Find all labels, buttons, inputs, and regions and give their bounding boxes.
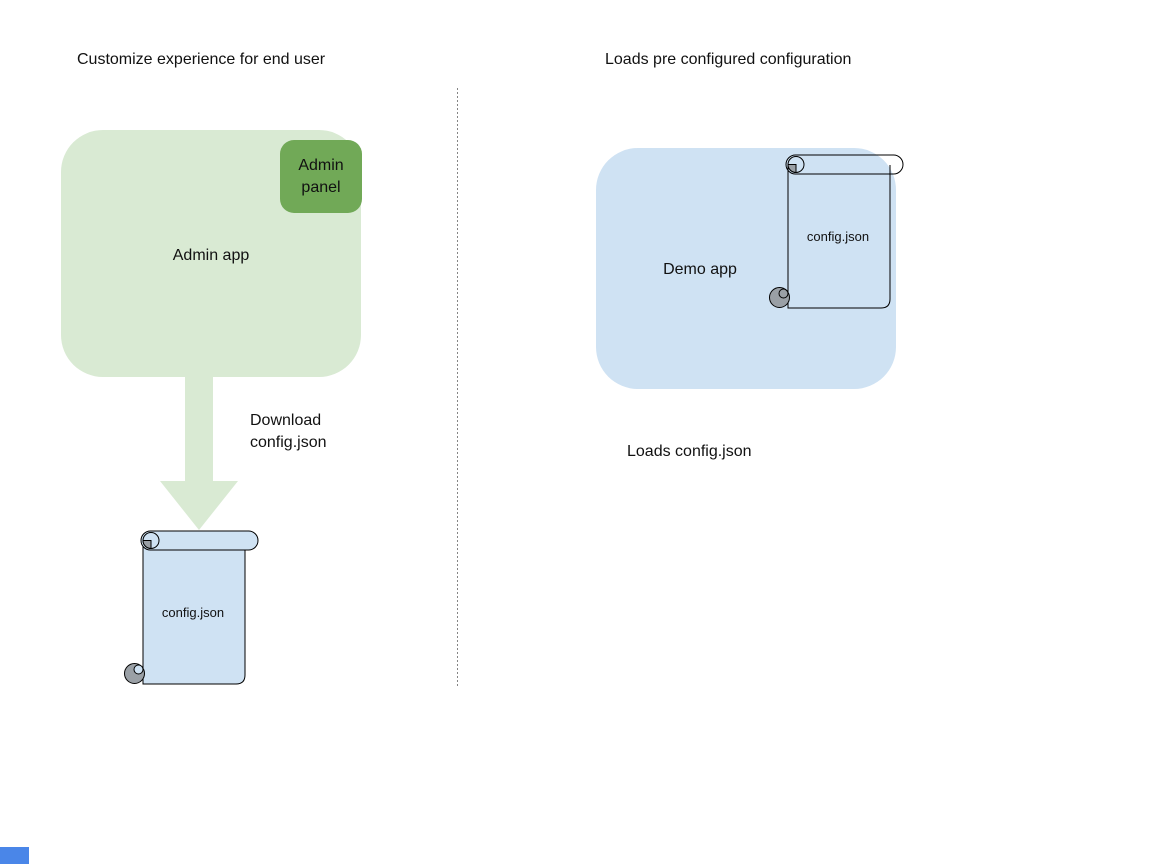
config-file-label-right: config.json [807, 229, 869, 244]
download-arrow-shape [160, 377, 238, 530]
scroll-body [787, 165, 891, 309]
download-arrow [160, 377, 238, 530]
admin-panel-label: Admin panel [298, 156, 344, 196]
scroll-top-curl-shade [787, 164, 797, 174]
demo-app-box [596, 148, 896, 389]
right-section-title: Loads pre configured configuration [605, 51, 852, 68]
scroll-bottom-curl-notch [778, 288, 789, 299]
scroll-top-bar [140, 530, 259, 551]
scroll-bottom-curl-notch [133, 664, 144, 675]
loads-config-caption: Loads config.json [627, 443, 752, 460]
left-section-title: Customize experience for end user [77, 51, 326, 68]
scroll-top-bar [785, 154, 904, 175]
scroll-top-curl-shade [142, 540, 152, 550]
admin-panel-chip: Admin panel [280, 140, 362, 213]
scroll-bottom-curl [769, 287, 790, 308]
corner-blue-fragment [0, 847, 29, 864]
download-arrow-label: Download config.json [250, 412, 327, 451]
admin-app-label: Admin app [172, 247, 250, 264]
demo-app-label: Demo app [663, 261, 737, 278]
config-file-label-left: config.json [162, 605, 224, 620]
scroll-body [142, 541, 246, 685]
config-json-scroll-left: config.json [124, 530, 259, 685]
config-json-scroll-right: config.json [769, 154, 904, 309]
section-divider [457, 88, 458, 686]
